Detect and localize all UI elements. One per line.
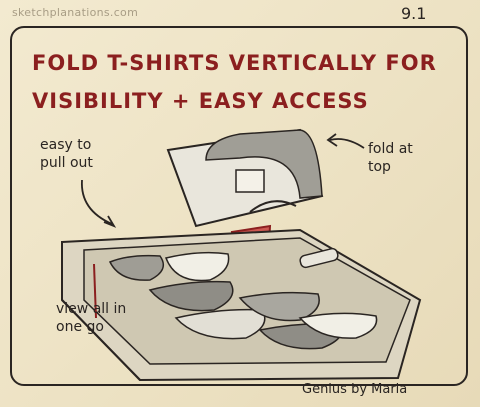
- folded-tshirt: [168, 130, 322, 226]
- annotation-pull-out: easy to pull out: [40, 136, 120, 172]
- fold-top-arrow-icon: [330, 139, 364, 148]
- annotation-fold-top: fold at top: [368, 140, 438, 176]
- pull-out-arrow-icon: [82, 180, 112, 224]
- credit-text: Genius by Maria: [302, 382, 407, 397]
- annotation-view-all: view all in one go: [56, 300, 146, 336]
